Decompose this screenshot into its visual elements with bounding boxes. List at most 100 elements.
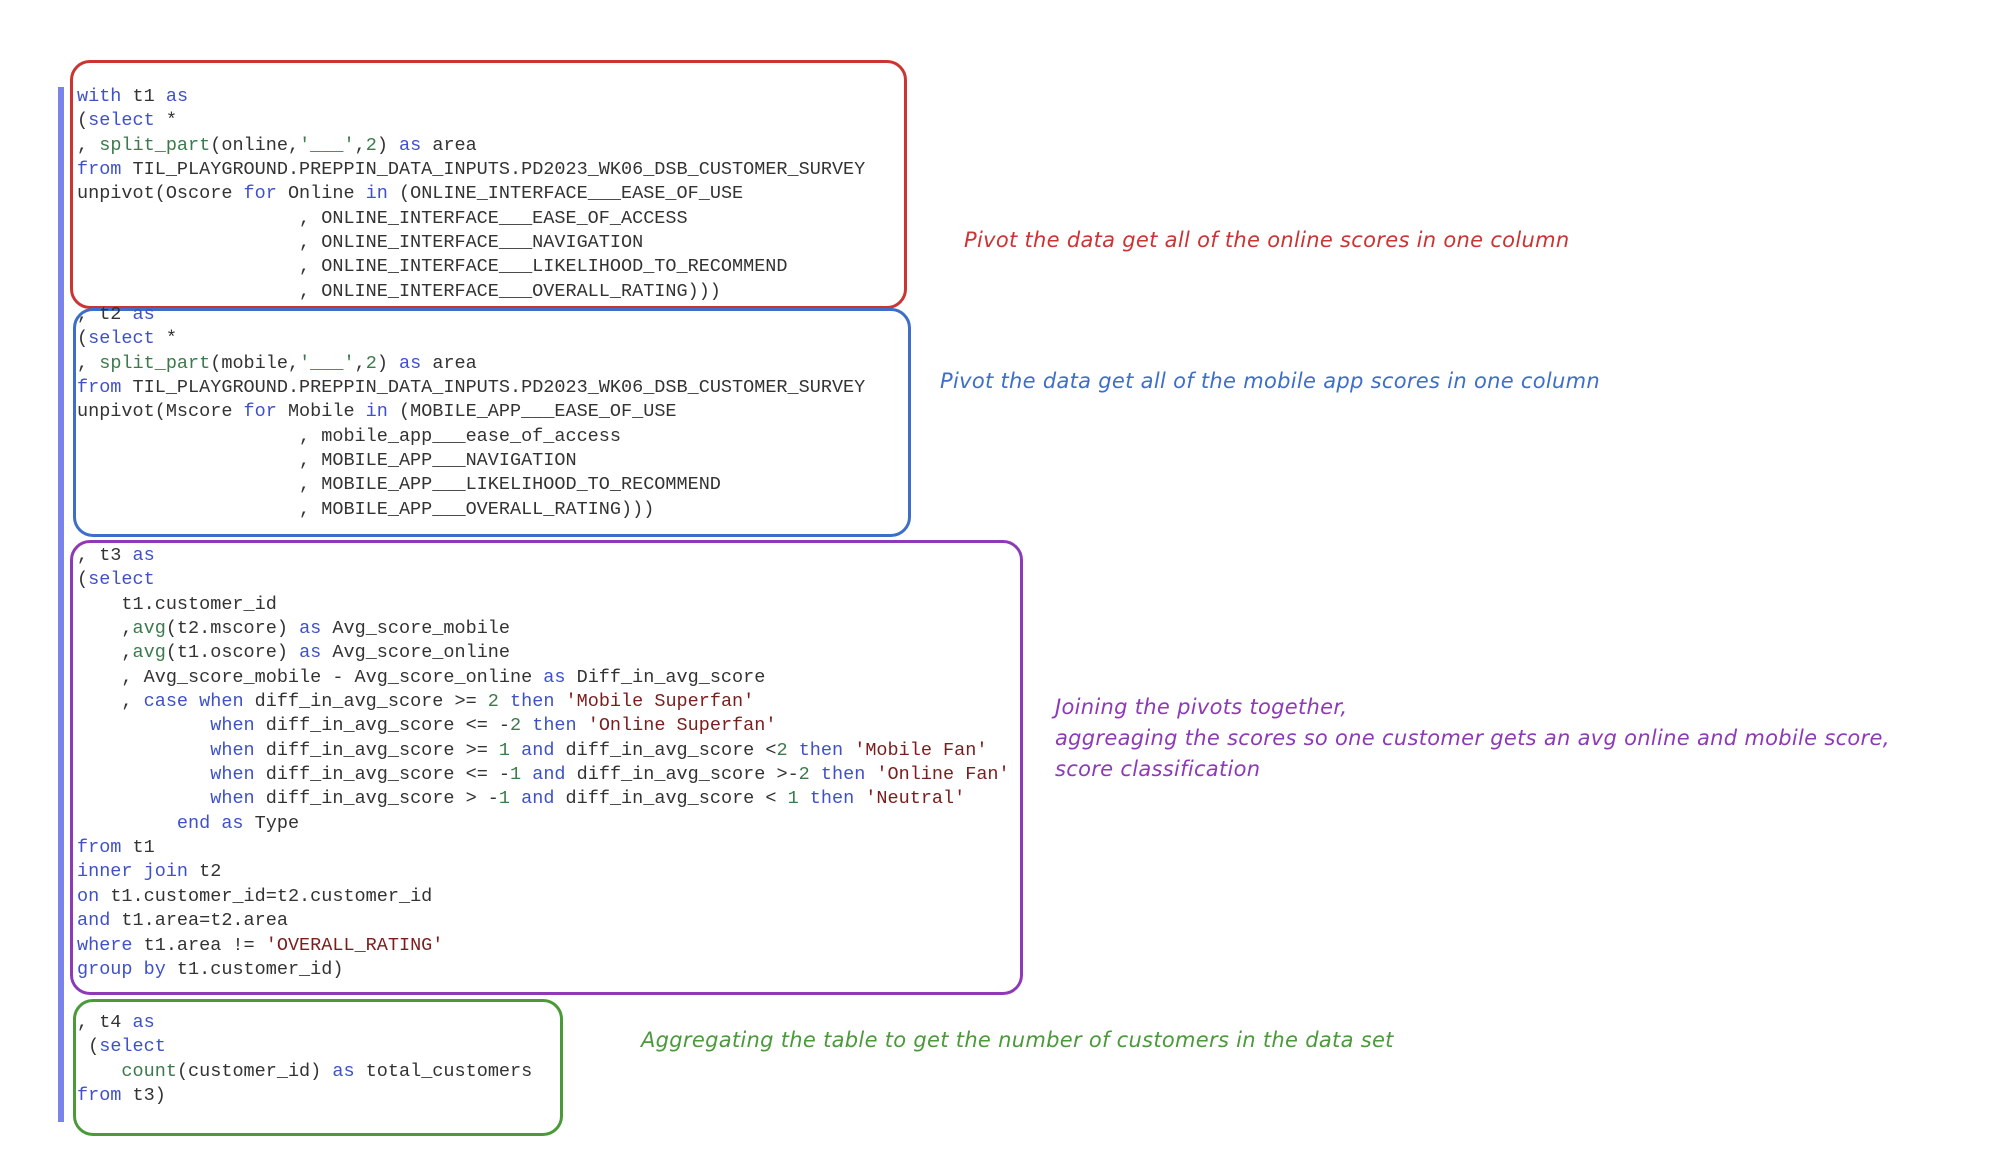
sql-keyword: end as xyxy=(176,812,244,834)
code-line: t1.customer_id xyxy=(77,593,1010,617)
sql-function: split_part xyxy=(99,352,211,374)
code-line: ,avg(t2.mscore) as Avg_score_mobile xyxy=(77,617,1010,641)
sql-keyword: then xyxy=(498,691,555,713)
sql-keyword: as xyxy=(399,134,422,156)
sql-text: Type xyxy=(243,812,300,834)
code-line: from t1 xyxy=(77,836,1010,860)
sql-text: diff_in_avg_score < xyxy=(554,739,777,761)
sql-keyword: and xyxy=(77,910,111,932)
sql-text: , ONLINE_INTERFACE___OVERALL_RATING))) xyxy=(77,280,721,302)
sql-keyword: and xyxy=(521,764,566,786)
code-line: , split_part(online,'___',2) as area xyxy=(77,134,865,158)
code-line: , ONLINE_INTERFACE___OVERALL_RATING))) xyxy=(77,280,865,304)
sql-keyword: as xyxy=(299,642,322,664)
code-line: (select * xyxy=(77,109,865,133)
sql-keyword: case when xyxy=(143,691,244,713)
code-line: when diff_in_avg_score <= -1 and diff_in… xyxy=(77,763,1009,787)
annotation-box-t2 xyxy=(73,308,911,537)
code-line: unpivot(Mscore for Mobile in (MOBILE_APP… xyxy=(77,400,865,424)
sql-function: '___' xyxy=(299,352,355,374)
sql-text xyxy=(77,813,177,834)
sql-text xyxy=(77,740,210,761)
sql-text: t2 xyxy=(188,861,222,883)
sql-keyword: from xyxy=(77,837,122,859)
code-block-t2[interactable]: , t2 as(select *, split_part(mobile,'___… xyxy=(77,303,865,522)
code-line: , ONLINE_INTERFACE___EASE_OF_ACCESS xyxy=(77,207,865,231)
code-line: , case when diff_in_avg_score >= 2 then … xyxy=(77,690,1010,714)
sql-text: Diff_in_avg_score xyxy=(565,666,766,688)
code-line: , MOBILE_APP___OVERALL_RATING))) xyxy=(77,498,865,522)
sql-keyword: when xyxy=(210,788,255,810)
sql-text: (MOBILE_APP___EASE_OF_USE xyxy=(387,401,677,423)
sql-text xyxy=(77,715,210,736)
code-line: , t3 as xyxy=(77,544,1010,568)
sql-keyword: from xyxy=(77,1085,122,1107)
sql-text: * xyxy=(154,328,177,350)
sql-text: area xyxy=(421,352,477,374)
code-line: , ONLINE_INTERFACE___LIKELIHOOD_TO_RECOM… xyxy=(77,255,865,279)
code-line: when diff_in_avg_score > -1 and diff_in_… xyxy=(77,787,1010,811)
sql-text: , xyxy=(77,352,100,374)
sql-function: count xyxy=(121,1060,177,1082)
sql-keyword: for xyxy=(243,401,277,423)
note-t2: Pivot the data get all of the mobile app… xyxy=(940,369,1601,393)
sql-text: area xyxy=(421,134,477,156)
code-line: ,avg(t1.oscore) as Avg_score_online xyxy=(77,641,1010,665)
code-line: when diff_in_avg_score >= 1 and diff_in_… xyxy=(77,739,1010,763)
sql-text: Avg_score_mobile xyxy=(321,618,511,640)
sql-keyword: select xyxy=(88,110,155,132)
sql-text: t1 xyxy=(121,837,155,859)
sql-number: 2 xyxy=(365,352,377,374)
code-line: , mobile_app___ease_of_access xyxy=(77,425,865,449)
sql-text: diff_in_avg_score <= - xyxy=(254,764,510,786)
sql-function: avg xyxy=(132,618,166,640)
sql-keyword: with xyxy=(77,86,122,107)
sql-keyword: from xyxy=(77,159,122,181)
sql-keyword: as xyxy=(132,545,155,566)
code-line: , split_part(mobile,'___',2) as area xyxy=(77,352,865,376)
sql-number: 2 xyxy=(510,715,522,737)
sql-text: * xyxy=(154,110,177,132)
code-line: end as Type xyxy=(77,812,1010,836)
sql-text: , t3 xyxy=(77,545,133,566)
sql-text: , xyxy=(354,134,366,156)
sql-keyword: when xyxy=(210,764,255,786)
code-line: when diff_in_avg_score <= -2 then 'Onlin… xyxy=(77,714,1010,738)
sql-keyword: as xyxy=(543,666,566,688)
sql-text: (ONLINE_INTERFACE___EASE_OF_USE xyxy=(387,183,744,205)
sql-text: diff_in_avg_score <= - xyxy=(254,715,510,737)
sql-number: 1 xyxy=(498,788,511,810)
code-block-t4[interactable]: , t4 as (select count(customer_id) as to… xyxy=(77,1011,532,1108)
sql-keyword: as xyxy=(332,1060,355,1082)
sql-text: (customer_id) xyxy=(176,1060,333,1082)
sql-text: (online, xyxy=(210,134,300,156)
code-block-t1[interactable]: with t1 as(select *, split_part(online,'… xyxy=(77,85,865,304)
code-line: count(customer_id) as total_customers xyxy=(77,1060,532,1084)
note-t4: Aggregating the table to get the number … xyxy=(641,1028,1394,1052)
sql-text: (t1.oscore) xyxy=(165,642,300,664)
sql-text: t3) xyxy=(121,1085,166,1107)
sql-keyword: for xyxy=(243,183,277,205)
sql-function: '___' xyxy=(299,134,355,156)
note-t3: Joining the pivots together, aggreaging … xyxy=(1055,695,1890,781)
sql-text: , t2 xyxy=(77,304,133,325)
sql-keyword: then xyxy=(809,764,866,786)
code-line: from TIL_PLAYGROUND.PREPPIN_DATA_INPUTS.… xyxy=(77,158,865,182)
sql-text: , xyxy=(77,642,133,664)
sql-number: 1 xyxy=(498,739,511,761)
sql-number: 1 xyxy=(787,788,799,810)
sql-keyword: as xyxy=(165,86,189,107)
code-block-t3[interactable]: , t3 as(select t1.customer_id ,avg(t2.ms… xyxy=(77,544,1010,982)
sql-keyword: on xyxy=(77,885,100,907)
sql-string: 'Mobile Fan' xyxy=(843,739,988,761)
code-line: , t4 as xyxy=(77,1011,532,1035)
code-line: , MOBILE_APP___LIKELIHOOD_TO_RECOMMEND xyxy=(77,473,865,497)
sql-string: 'Online Superfan' xyxy=(576,715,777,737)
sql-function: avg xyxy=(132,642,166,664)
sql-text: t1.area=t2.area xyxy=(110,910,288,932)
code-line: (select * xyxy=(77,327,865,351)
sql-text xyxy=(77,1061,121,1082)
code-line: , t2 as xyxy=(77,303,865,327)
sql-keyword: then xyxy=(787,739,844,761)
code-line: (select xyxy=(77,568,1010,592)
